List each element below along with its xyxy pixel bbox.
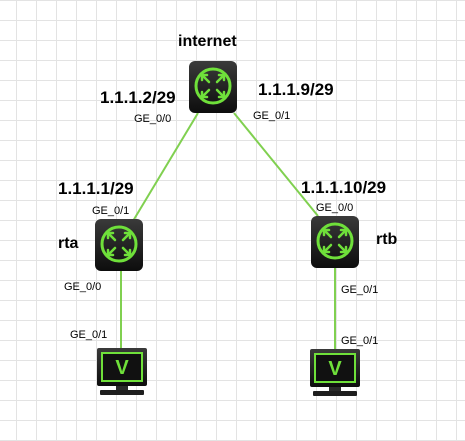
pc2-terminal-icon[interactable]: V	[309, 348, 361, 397]
internet-router-icon[interactable]	[187, 59, 239, 115]
internet-ge00-port-label: GE_0/0	[134, 113, 172, 125]
rtb-router-icon[interactable]	[309, 214, 361, 270]
pc1-terminal-icon[interactable]: V	[96, 347, 148, 396]
rta-router-icon[interactable]	[93, 217, 145, 273]
link-internet-rta[interactable]	[132, 112, 199, 222]
rta-ge01-port-label: GE_0/1	[92, 205, 130, 217]
links-layer	[120, 112, 336, 349]
internet-ge01-ip-label: 1.1.1.9/29	[258, 80, 334, 99]
pc2-glyph: V	[328, 358, 342, 380]
pc1-ge01-port-label: GE_0/1	[70, 329, 108, 341]
rtb-ge01-port-label: GE_0/1	[341, 284, 379, 296]
rta-ge00-port-label: GE_0/0	[64, 281, 102, 293]
link-internet-rtb[interactable]	[233, 112, 319, 217]
rtb-ge00-port-label: GE_0/0	[316, 202, 354, 214]
pc1-glyph: V	[115, 357, 129, 379]
internet-ge00-ip-label: 1.1.1.2/29	[100, 88, 176, 107]
rtb-router-label: rtb	[376, 231, 398, 248]
pc2-ge01-port-label: GE_0/1	[341, 335, 379, 347]
rta-router-label: rta	[58, 235, 79, 252]
internet-ge01-port-label: GE_0/1	[253, 110, 291, 122]
rta-ge01-ip-label: 1.1.1.1/29	[58, 179, 134, 198]
rtb-ge00-ip-label: 1.1.1.10/29	[301, 178, 387, 197]
devices-layer: V V	[93, 59, 361, 397]
internet-router-label: internet	[178, 33, 237, 50]
